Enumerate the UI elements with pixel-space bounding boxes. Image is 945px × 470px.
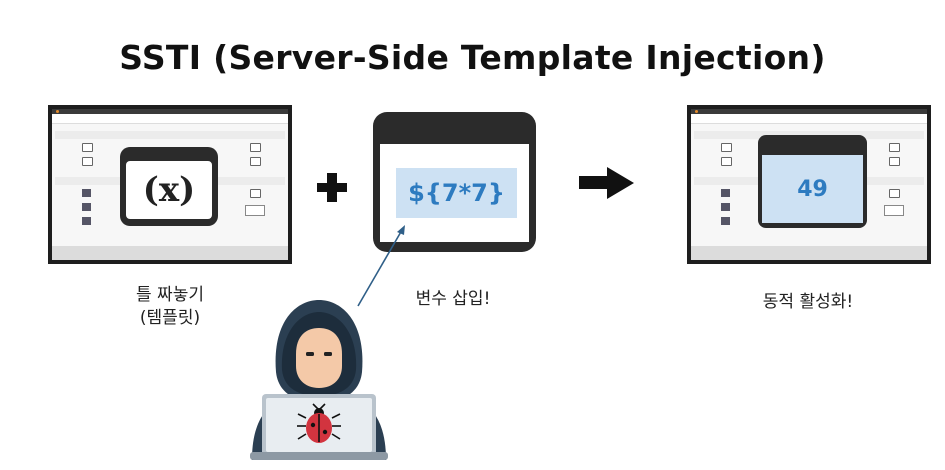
bug-icon [297, 403, 341, 443]
screen-header [691, 114, 927, 124]
screen-footer [52, 246, 288, 260]
render-caption: 동적 활성화! [762, 292, 854, 312]
injected-code-box: ${7*7} [396, 168, 517, 218]
app-icon [889, 189, 900, 198]
result-window: 49 [758, 135, 867, 228]
hacker-icon [250, 300, 388, 460]
injected-code: ${7*7} [408, 179, 505, 207]
screen-titlebar [52, 109, 288, 114]
tile-icon [721, 189, 730, 197]
database-icon [721, 157, 732, 166]
result-window-body: 49 [762, 155, 863, 223]
screen-footer [691, 246, 927, 260]
template-window: (x) [120, 147, 218, 226]
tile-icon [721, 217, 730, 225]
download-icon [250, 157, 261, 166]
screen-titlebar [691, 109, 927, 114]
database-icon [82, 157, 93, 166]
pointer-arrow-icon [357, 225, 405, 307]
tile-icon [82, 203, 91, 211]
tile-icon [82, 217, 91, 225]
diagram-title: SSTI (Server-Side Template Injection) [119, 38, 826, 77]
template-caption-line2: (템플릿) [139, 308, 201, 328]
download-icon [889, 157, 900, 166]
screen-button [884, 205, 904, 216]
tile-icon [82, 189, 91, 197]
screen-button [245, 205, 265, 216]
screen-header [52, 114, 288, 124]
app-icon [889, 143, 900, 152]
screen-section-bar [55, 131, 285, 139]
variable-symbol: (x) [142, 170, 196, 210]
template-window-body: (x) [126, 161, 212, 219]
template-caption-line1: 틀 짜놓기 [136, 285, 204, 305]
inject-caption: 변수 삽입! [415, 289, 491, 309]
tile-icon [721, 203, 730, 211]
app-icon [82, 143, 93, 152]
app-icon [250, 143, 261, 152]
result-value: 49 [797, 176, 828, 202]
app-icon [250, 189, 261, 198]
template-caption: 틀 짜놓기 (템플릿) [115, 284, 225, 330]
app-icon [721, 143, 732, 152]
